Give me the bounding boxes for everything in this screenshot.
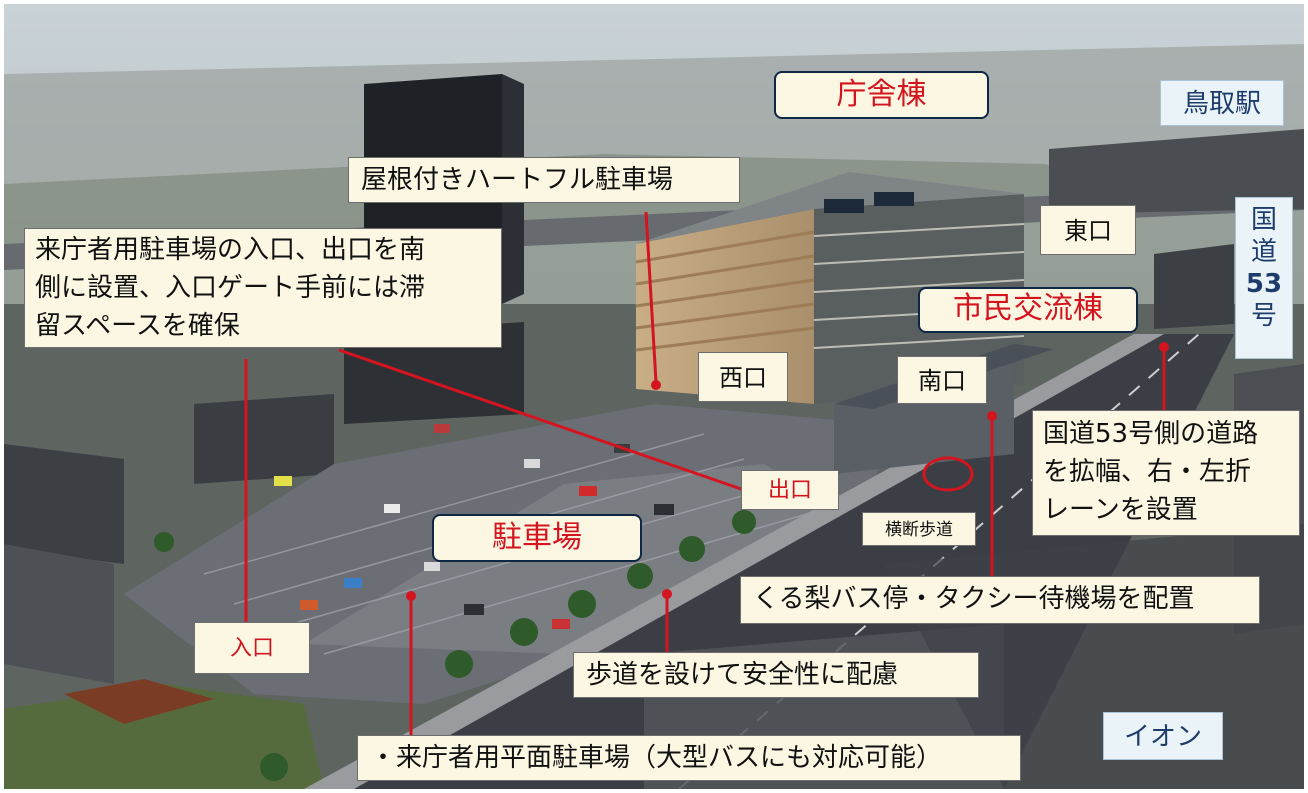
left-building-a [4, 444, 124, 564]
lawn-area [4, 684, 324, 789]
city-hall-roof [636, 172, 1024, 244]
tottori-station-label: 鳥取駅 [1160, 80, 1284, 126]
route-char-4: 号 [1250, 301, 1277, 331]
solar-panel-1 [824, 199, 864, 213]
crosswalk-label: 横断歩道 [862, 512, 976, 546]
flower-bed [64, 679, 214, 724]
entrance-note-line-3: 留スペースを確保 [35, 311, 240, 341]
left-building-b [4, 544, 114, 684]
west-entrance-label: 西口 [698, 352, 788, 402]
entrance-note-line-2: 側に設置、入口ゲート手前には滞 [35, 273, 426, 303]
city-hall-stripes [635, 230, 815, 352]
national-route-53-vertical-label: 国 道 53 号 [1235, 197, 1293, 359]
road-note-line-2: を拡幅、右・左折 [1043, 457, 1252, 487]
parking-lot-label: 駐車場 [432, 514, 642, 562]
east-entrance-label: 東口 [1040, 205, 1136, 255]
road-note-line-1: 国道53号側の道路 [1043, 419, 1259, 449]
south-entrance-label: 南口 [897, 356, 987, 404]
city-hall-building-label: 庁舎棟 [774, 71, 989, 119]
aeon-label: イオン [1103, 712, 1223, 760]
route-char-3: 53 [1245, 269, 1283, 299]
road-widening-note: 国道53号側の道路 を拡幅、右・左折 レーンを設置 [1032, 410, 1300, 536]
sidewalk-safety-note: 歩道を設けて安全性に配慮 [573, 652, 979, 698]
entrance-exit-note: 来庁者用駐車場の入口、出口を南 側に設置、入口ゲート手前には滞 留スペースを確保 [24, 228, 502, 348]
east-building [1154, 244, 1234, 329]
bus-stop-taxi-note: くる梨バス停・タクシー待機場を配置 [740, 576, 1260, 624]
citizen-exchange-building-label: 市民交流棟 [918, 287, 1138, 333]
covered-parking-label: 屋根付きハートフル駐車場 [348, 157, 740, 203]
solar-panel-2 [874, 192, 914, 206]
route-char-1: 国 [1250, 205, 1277, 235]
entrance-label: 入口 [194, 622, 310, 674]
left-building-c [194, 394, 334, 484]
street-trees [154, 510, 756, 781]
exit-label: 出口 [741, 470, 839, 510]
crosswalk-marker-ellipse [922, 456, 974, 492]
entrance-note-line-1: 来庁者用駐車場の入口、出口を南 [35, 235, 426, 265]
tottori-station-building [1049, 129, 1304, 214]
callout-lines [244, 211, 1166, 739]
visitor-parking-note: ・来庁者用平面駐車場（大型バスにも対応可能） [357, 735, 1021, 781]
route-char-2: 道 [1250, 237, 1277, 267]
road-note-line-3: レーンを設置 [1043, 495, 1198, 525]
callout-dots [406, 342, 1169, 601]
